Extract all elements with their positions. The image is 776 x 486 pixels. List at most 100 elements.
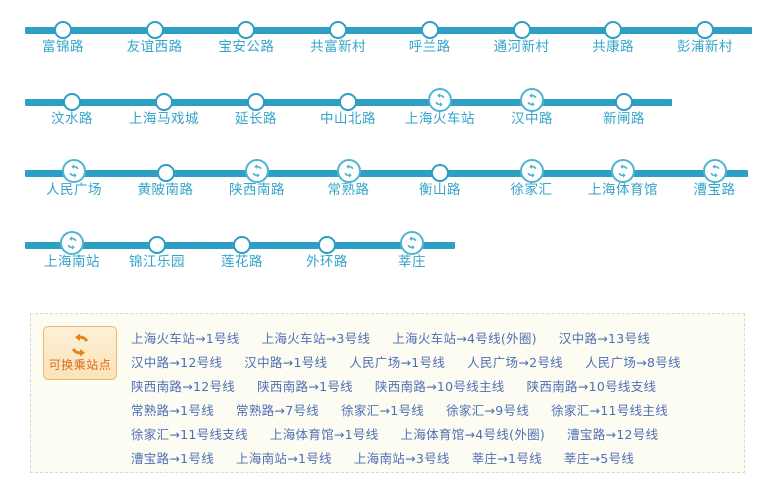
station-node[interactable]: 莲花路	[187, 215, 297, 277]
station-interchange[interactable]: 上海火车站	[385, 72, 495, 134]
station-node[interactable]: 上海体育馆	[568, 143, 678, 205]
legend-transfer-item[interactable]: 陕西南路→10号线主线	[374, 379, 505, 394]
legend-transfer-item[interactable]: 漕宝路→12号线	[567, 427, 659, 442]
station-node[interactable]: 共康路	[558, 0, 668, 62]
station-regular[interactable]: 莲花路	[187, 215, 297, 277]
transfer-recycle-icon	[702, 159, 727, 183]
transfer-recycle-icon	[400, 231, 424, 255]
legend-transfer-item[interactable]: 莘庄→1号线	[471, 451, 542, 466]
station-node[interactable]: 汉中路	[477, 72, 587, 134]
station-node[interactable]: 莘庄	[357, 215, 467, 277]
station-node[interactable]: 漕宝路	[660, 143, 770, 205]
legend-transfer-item[interactable]: 上海火车站→4号线(外圈)	[392, 331, 537, 346]
station-interchange[interactable]: 上海南站	[17, 215, 127, 277]
legend-transfer-item[interactable]: 上海南站→3号线	[353, 451, 450, 466]
station-regular[interactable]: 中山北路	[293, 72, 403, 134]
legend-transfer-item[interactable]: 陕西南路→1号线	[257, 379, 353, 394]
station-node[interactable]: 共富新村	[283, 0, 393, 62]
station-node[interactable]: 徐家汇	[477, 143, 587, 205]
legend-transfer-item[interactable]: 陕西南路→10号线支线	[526, 379, 657, 394]
legend-transfer-item[interactable]: 常熟路→1号线	[131, 403, 215, 418]
station-node[interactable]: 黄陂南路	[111, 143, 221, 205]
legend-transfer-item[interactable]: 人民广场→2号线	[467, 355, 563, 370]
station-label: 衡山路	[419, 182, 461, 198]
station-label: 黄陂南路	[137, 182, 194, 198]
legend-transfer-item[interactable]: 徐家汇→11号线主线	[551, 403, 669, 418]
legend-transfer-item[interactable]: 徐家汇→9号线	[446, 403, 530, 418]
legend-transfer-item[interactable]: 人民广场→8号线	[584, 355, 681, 370]
legend-transfer-item[interactable]: 漕宝路→1号线	[131, 451, 215, 466]
transfer-recycle-icon	[336, 159, 361, 183]
station-node[interactable]: 陕西南路	[202, 143, 312, 205]
station-node[interactable]: 外环路	[272, 215, 382, 277]
station-regular[interactable]: 通河新村	[467, 0, 577, 62]
station-regular[interactable]: 共康路	[558, 0, 668, 62]
station-node[interactable]: 上海马戏城	[109, 72, 219, 134]
station-interchange[interactable]: 汉中路	[477, 72, 587, 134]
legend-transfer-item[interactable]: 汉中路→12号线	[131, 355, 223, 370]
station-dot-icon	[604, 21, 623, 39]
station-node[interactable]: 中山北路	[293, 72, 403, 134]
legend-transfer-item[interactable]: 上海体育馆→1号线	[269, 427, 379, 442]
station-node[interactable]: 上海火车站	[385, 72, 495, 134]
transfer-recycle-icon	[611, 159, 635, 183]
station-label: 陕西南路	[229, 182, 285, 198]
station-node[interactable]: 汶水路	[17, 72, 127, 134]
station-interchange[interactable]: 莘庄	[357, 215, 467, 277]
station-regular[interactable]: 延长路	[201, 72, 311, 134]
station-regular[interactable]: 外环路	[272, 215, 382, 277]
station-regular[interactable]: 衡山路	[385, 143, 495, 205]
station-regular[interactable]: 呼兰路	[375, 0, 485, 62]
legend-transfer-item[interactable]: 徐家汇→11号线支线	[131, 427, 248, 442]
legend-line: 常熟路→1号线 常熟路→7号线 徐家汇→1号线 徐家汇→9号线 徐家汇→11号线主线	[131, 399, 738, 423]
station-interchange[interactable]: 漕宝路	[660, 143, 770, 205]
station-interchange[interactable]: 上海体育馆	[568, 143, 678, 205]
station-label: 上海马戏城	[129, 111, 199, 127]
station-regular[interactable]: 彭浦新村	[650, 0, 760, 62]
station-interchange[interactable]: 陕西南路	[202, 143, 312, 205]
station-node[interactable]: 衡山路	[385, 143, 495, 205]
legend-transfer-item[interactable]: 常熟路→7号线	[236, 403, 320, 418]
station-node[interactable]: 友谊西路	[100, 0, 210, 62]
legend-transfer-item[interactable]: 汉中路→1号线	[244, 355, 328, 370]
legend-transfer-item[interactable]: 上海火车站→1号线	[131, 331, 240, 346]
station-regular[interactable]: 黄陂南路	[111, 143, 221, 205]
transfer-recycle-icon	[520, 88, 544, 112]
station-regular[interactable]: 上海马戏城	[109, 72, 219, 134]
legend-transfer-item[interactable]: 上海体育馆→4号线(外圈)	[400, 427, 546, 442]
station-regular[interactable]: 宝安公路	[191, 0, 301, 62]
station-node[interactable]: 富锦路	[8, 0, 118, 62]
legend-transfer-item[interactable]: 陕西南路→12号线	[131, 379, 236, 394]
station-node[interactable]: 锦江乐园	[102, 215, 212, 277]
station-regular[interactable]: 汶水路	[17, 72, 127, 134]
station-label: 人民广场	[46, 182, 102, 198]
station-node[interactable]: 延长路	[201, 72, 311, 134]
station-label: 友谊西路	[126, 39, 183, 55]
legend-transfer-item[interactable]: 上海火车站→3号线	[261, 331, 371, 346]
station-node[interactable]: 宝安公路	[191, 0, 301, 62]
legend-transfer-item[interactable]: 人民广场→1号线	[349, 355, 446, 370]
transfer-recycle-icon	[245, 159, 269, 183]
station-node[interactable]: 人民广场	[19, 143, 129, 205]
station-interchange[interactable]: 常熟路	[294, 143, 404, 205]
station-regular[interactable]: 新闸路	[569, 72, 679, 134]
station-node[interactable]: 上海南站	[17, 215, 127, 277]
station-node[interactable]: 常熟路	[294, 143, 404, 205]
legend-transfer-item[interactable]: 上海南站→1号线	[236, 451, 332, 466]
station-dot-icon	[431, 164, 449, 182]
station-regular[interactable]: 友谊西路	[100, 0, 210, 62]
legend-transfer-item[interactable]: 徐家汇→1号线	[341, 403, 425, 418]
station-regular[interactable]: 富锦路	[8, 0, 118, 62]
station-node[interactable]: 呼兰路	[375, 0, 485, 62]
station-interchange[interactable]: 人民广场	[19, 143, 129, 205]
station-node[interactable]: 通河新村	[467, 0, 577, 62]
legend-transfer-item[interactable]: 汉中路→13号线	[558, 331, 651, 346]
station-node[interactable]: 新闸路	[569, 72, 679, 134]
station-dot-icon	[156, 164, 175, 182]
station-interchange[interactable]: 徐家汇	[477, 143, 587, 205]
legend-transfer-item[interactable]: 莘庄→5号线	[563, 451, 635, 466]
station-node[interactable]: 彭浦新村	[650, 0, 760, 62]
station-regular[interactable]: 锦江乐园	[102, 215, 212, 277]
legend-line: 徐家汇→11号线支线 上海体育馆→1号线 上海体育馆→4号线(外圈) 漕宝路→12号线	[131, 423, 738, 447]
station-regular[interactable]: 共富新村	[283, 0, 393, 62]
